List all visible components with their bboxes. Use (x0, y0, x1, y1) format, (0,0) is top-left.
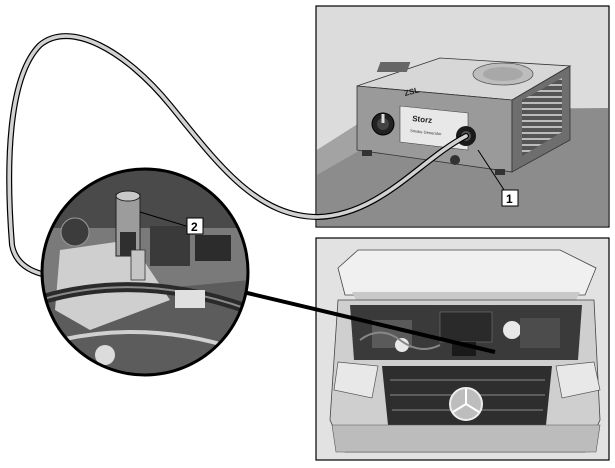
device-brand-label: Storz (412, 114, 433, 125)
detail-connector-line (242, 290, 496, 354)
mercedes-star-emblem (449, 387, 483, 421)
callout-2-box (186, 217, 204, 235)
control-knob (371, 112, 395, 136)
device-panel: Storz Smoke Generator ZSL 1 (315, 5, 610, 228)
adapter-fitting (115, 190, 146, 281)
device-vents (522, 78, 562, 156)
callout-1-label: 1 (506, 192, 513, 206)
smoke-generator-device: Storz Smoke Generator ZSL (356, 57, 572, 175)
callout-1-box (501, 189, 519, 207)
engine-detail-magnifier (40, 167, 250, 377)
callout-2-leader (139, 211, 187, 227)
callout-1-leader (477, 149, 509, 197)
vehicle-panel (315, 237, 610, 461)
callout-2-label: 2 (191, 220, 198, 234)
device-top-text: ZSL (403, 86, 420, 98)
engine-bay (350, 305, 582, 360)
device-panel-caption: Smoke Generator (410, 128, 443, 136)
